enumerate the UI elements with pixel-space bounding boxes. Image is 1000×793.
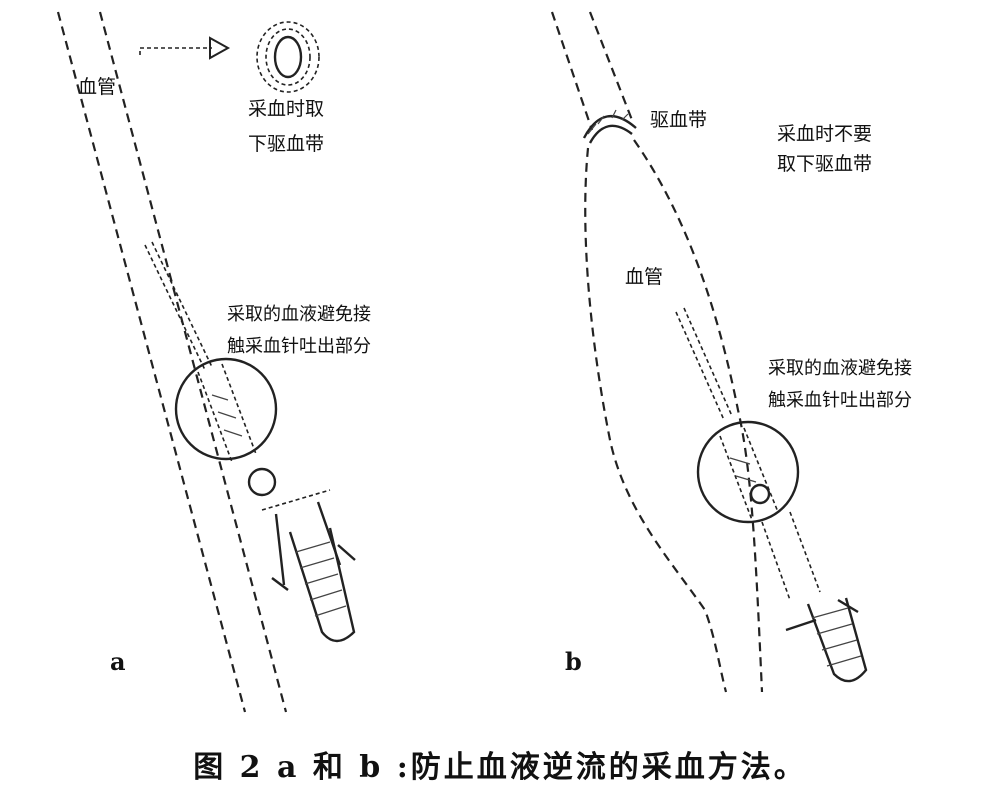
panel-a-arrow <box>139 47 212 55</box>
panel-b-vessel-wall-upper-left <box>550 11 594 131</box>
panel-a-tourniquet-note-line1: 采血时取 <box>248 98 324 120</box>
panel-b-letter: b <box>565 647 582 676</box>
panel-b-needle-hub <box>719 427 779 521</box>
panel-b-avoid-note-line1: 采取的血液避免接 <box>768 358 912 379</box>
panel-a-letter: a <box>110 647 126 676</box>
panel-a-vessel-label: 血管 <box>78 76 116 98</box>
panel-b-tourniquet-icon <box>582 109 637 144</box>
panel-b-vessel-wall-upper-right <box>588 11 634 121</box>
panel-a: 血管 采血时取 下驱血带 采取的血液避免接 触采血针吐出部分 a <box>56 11 371 713</box>
panel-a-arrow-head-icon <box>209 36 231 60</box>
panel-b-vessel-wall-lower-right <box>633 139 764 693</box>
panel-b-needle-tip-circle <box>696 420 800 524</box>
panel-b-collection-tube <box>806 597 868 683</box>
panel-a-vessel-wall-left <box>56 11 247 713</box>
panel-b-tourniquet-label: 驱血带 <box>650 109 707 131</box>
panel-a-tourniquet-note-line2: 下驱血带 <box>248 133 324 155</box>
panel-a-removed-tourniquet-icon <box>256 21 320 93</box>
panel-b-tourniquet-note-line1: 采血时不要 <box>777 123 872 145</box>
panel-a-vessel-wall-right <box>98 11 288 713</box>
panel-b: 驱血带 采血时不要 取下驱血带 血管 采取的血液避免接 触采血针吐出部分 b <box>550 11 912 693</box>
figure-caption: 图 2 a 和 b :防止血液逆流的采血方法。 <box>193 750 807 785</box>
panel-a-avoid-note-line1: 采取的血液避免接 <box>227 304 371 325</box>
panel-b-needle <box>675 311 725 421</box>
panel-a-bubble <box>247 467 277 497</box>
panel-a-needle <box>144 244 206 371</box>
panel-b-avoid-note-line2: 触采血针吐出部分 <box>768 390 912 411</box>
panel-a-needle-tip-circle <box>174 357 278 461</box>
panel-a-needle-hub <box>197 363 257 463</box>
panel-b-tourniquet-note-line2: 取下驱血带 <box>777 153 872 175</box>
panel-b-vessel-label: 血管 <box>625 266 663 288</box>
panel-a-collection-tube <box>288 527 356 643</box>
panel-b-vessel-wall-lower-left <box>584 147 728 693</box>
panel-a-avoid-note-line2: 触采血针吐出部分 <box>227 336 371 357</box>
